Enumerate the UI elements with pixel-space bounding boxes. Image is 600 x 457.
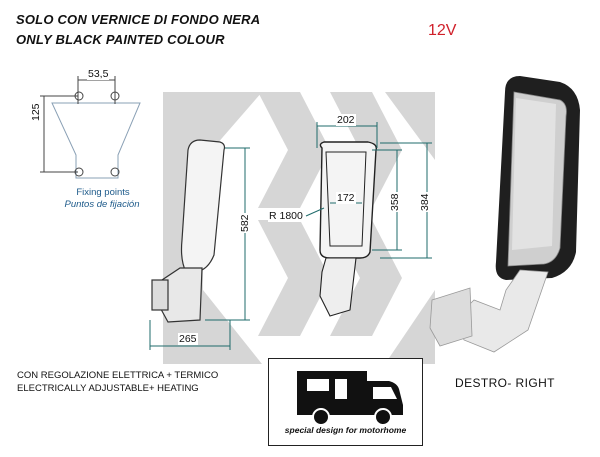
side-label: DESTRO- RIGHT: [455, 376, 555, 390]
feature-note-en: ELECTRICALLY ADJUSTABLE+ HEATING: [17, 383, 199, 394]
front-height-inner-dim: 358: [389, 192, 401, 212]
mirror-product-image: [429, 76, 580, 353]
motorhome-badge: [268, 358, 423, 446]
fixing-height-dim: 125: [30, 103, 42, 121]
front-inner-dim: 172: [336, 192, 356, 204]
fixing-points-label-es: Puntos de fijación: [64, 199, 140, 210]
front-width-dim: 202: [336, 114, 356, 126]
side-height-dim: 582: [239, 213, 251, 233]
voltage-label: 12V: [428, 22, 457, 39]
fixing-points-diagram: [40, 76, 141, 179]
side-view-drawing: [149, 139, 250, 350]
motorhome-caption: special design for motorhome: [284, 425, 407, 435]
side-depth-dim: 265: [178, 333, 198, 345]
fixing-points-label-en: Fixing points: [76, 187, 130, 198]
front-height-outer-dim: 384: [419, 192, 431, 212]
feature-note-it: CON REGOLAZIONE ELETTRICA + TERMICO: [17, 370, 219, 381]
motorhome-icon: [297, 371, 403, 426]
fixing-width-dim: 53,5: [87, 68, 110, 80]
title-english: ONLY BLACK PAINTED COLOUR: [16, 32, 225, 47]
title-italian: SOLO CON VERNICE DI FONDO NERA: [16, 12, 261, 27]
front-radius-dim: R 1800: [268, 210, 304, 222]
